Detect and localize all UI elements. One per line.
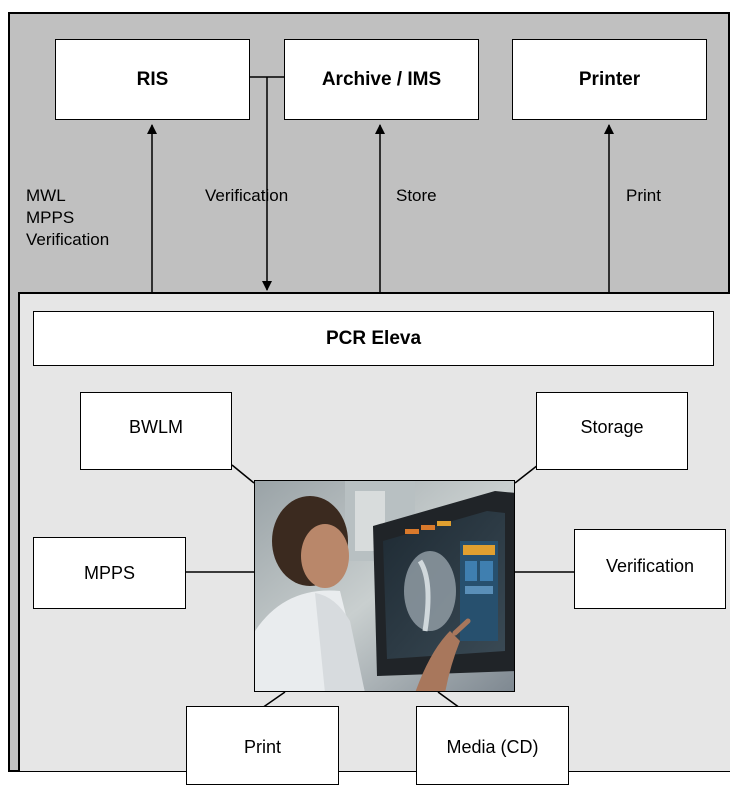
- store-link-label: Store: [396, 186, 437, 205]
- workstation-photo: [254, 480, 515, 692]
- verification-box: Verification: [574, 529, 726, 609]
- print-box: Print: [186, 706, 339, 785]
- storage-box: Storage: [536, 392, 688, 470]
- mpps-box: MPPS: [33, 537, 186, 609]
- verification-link-label: Verification: [205, 186, 289, 205]
- archive-ims-box: Archive / IMS: [284, 39, 479, 120]
- pcr-eleva-title: PCR Eleva: [33, 311, 714, 366]
- printer-box: Printer: [512, 39, 707, 120]
- ris-box: RIS: [55, 39, 250, 120]
- ris-link-label: MWL MPPS Verification: [26, 186, 110, 249]
- bwlm-box: BWLM: [80, 392, 232, 470]
- media-cd-box: Media (CD): [416, 706, 569, 785]
- print-link-label: Print: [626, 186, 661, 205]
